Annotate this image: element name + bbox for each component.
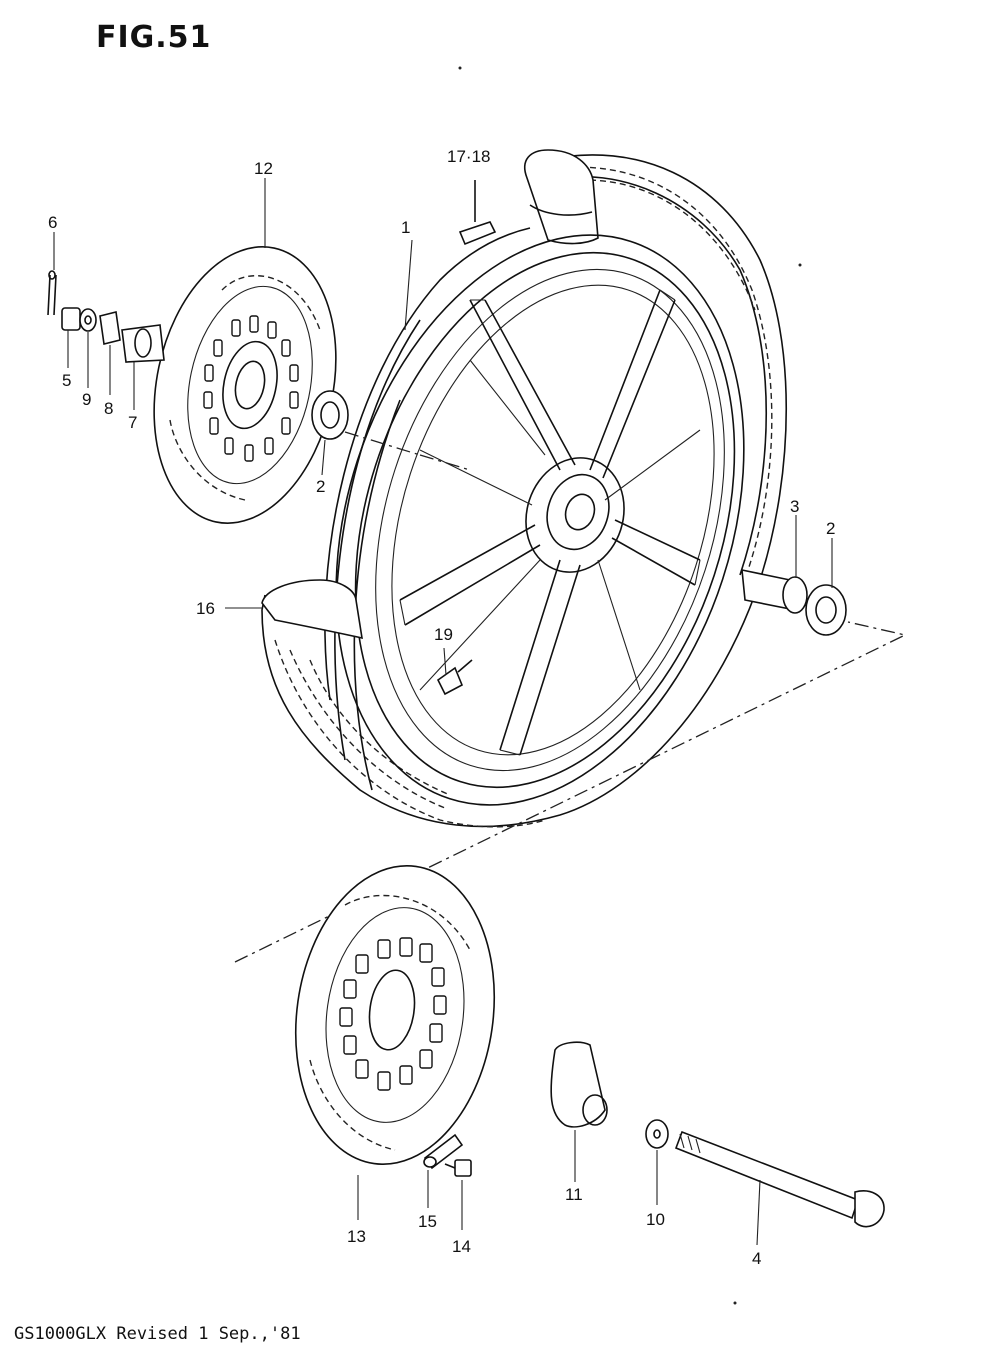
air-valve-19 (436, 659, 473, 696)
callout-16: 16 (196, 599, 215, 618)
speck (798, 263, 802, 267)
callout-6: 6 (48, 213, 57, 232)
speck (733, 1301, 737, 1305)
bearing-2-lower (805, 584, 847, 636)
figure-title: FIG.51 (96, 20, 212, 55)
wheel-spokes (399, 289, 701, 756)
callout-10: 10 (646, 1210, 665, 1229)
washer-9 (79, 308, 97, 332)
tire-16 (261, 149, 787, 828)
pin-6 (47, 270, 57, 316)
axle-centerline (234, 454, 907, 963)
callout-3: 3 (790, 497, 799, 516)
callout-2: 2 (316, 477, 325, 496)
callout-7: 7 (128, 413, 137, 432)
axle-spacer-7 (121, 324, 165, 363)
callout-13: 13 (347, 1227, 366, 1246)
collar-3 (741, 568, 808, 614)
axle-nut-5 (61, 307, 81, 331)
bearing-2-upper (311, 390, 349, 440)
lock-washer-15 (423, 1133, 464, 1170)
front-axle-4 (674, 1130, 885, 1228)
callout-8: 8 (104, 399, 113, 418)
callout-12: 12 (254, 159, 273, 178)
leader-lines (53, 178, 833, 1246)
callout-11: 11 (565, 1185, 583, 1204)
figure-footer: GS1000GLX Revised 1 Sep.,'81 (14, 1324, 301, 1344)
washer-10 (645, 1119, 669, 1149)
callout-2: 2 (826, 519, 835, 538)
callout-1: 1 (401, 218, 410, 237)
speedometer-gearbox-11 (550, 1041, 608, 1128)
callout-15: 15 (418, 1212, 437, 1231)
speck (458, 66, 462, 70)
callout-9: 9 (82, 390, 91, 409)
spacer-8 (99, 311, 121, 345)
brake-disc-13 (294, 865, 496, 1165)
callout-17-18: 17·18 (447, 147, 490, 166)
callout-5: 5 (62, 371, 71, 390)
brake-disc-12 (153, 246, 337, 524)
callout-14: 14 (452, 1237, 471, 1256)
callout-19: 19 (434, 625, 453, 644)
tire-valve-17-18 (458, 180, 497, 246)
callout-4: 4 (752, 1249, 761, 1268)
disc-bolt-14 (444, 1159, 472, 1177)
tire-cutaway-bottom (261, 579, 363, 640)
axle-centerline-left (344, 431, 421, 456)
